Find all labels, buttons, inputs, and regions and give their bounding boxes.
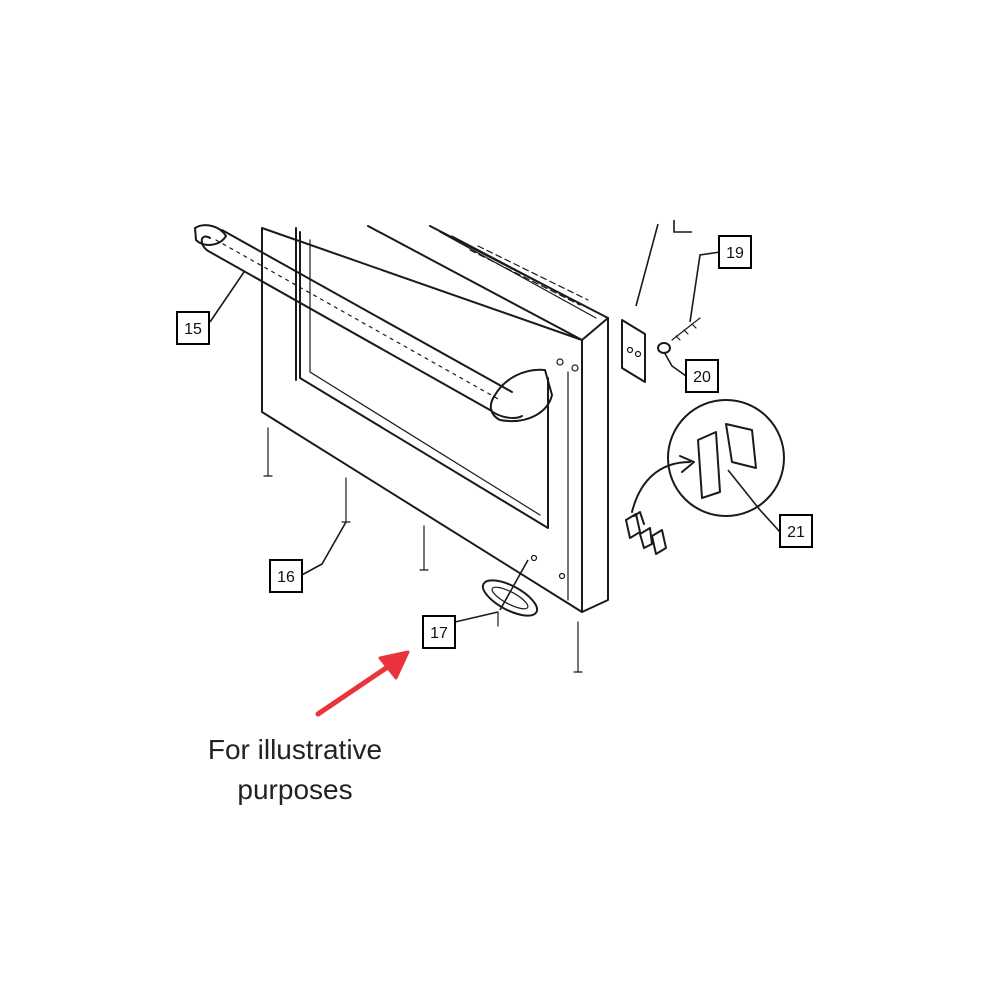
caption-line-2: purposes <box>237 774 353 805</box>
callout-17-label: 17 <box>430 625 448 642</box>
red-pointer-arrow <box>315 650 410 717</box>
callout-16-label: 16 <box>277 569 295 586</box>
door-handle <box>194 224 579 423</box>
callout-19-label: 19 <box>726 245 744 262</box>
callout-21-label: 21 <box>787 524 805 541</box>
caption-line-1: For illustrative <box>207 734 383 765</box>
leader-lines <box>209 220 781 623</box>
door-clips <box>625 511 667 555</box>
callout-17: 17 <box>422 615 456 649</box>
callout-15: 15 <box>176 311 210 345</box>
callout-19: 19 <box>718 235 752 269</box>
oven-door-panel <box>261 225 609 613</box>
illustrative-caption: For illustrative purposes <box>190 730 400 810</box>
detail-magnifier <box>631 399 785 517</box>
callout-21: 21 <box>779 514 813 548</box>
callout-20: 20 <box>685 359 719 393</box>
callout-16: 16 <box>269 559 303 593</box>
door-screws <box>263 427 583 673</box>
hinge-receptacle <box>481 554 566 627</box>
callout-15-label: 15 <box>184 321 202 338</box>
door-bracket-plate <box>621 317 701 383</box>
callout-20-label: 20 <box>693 369 711 386</box>
